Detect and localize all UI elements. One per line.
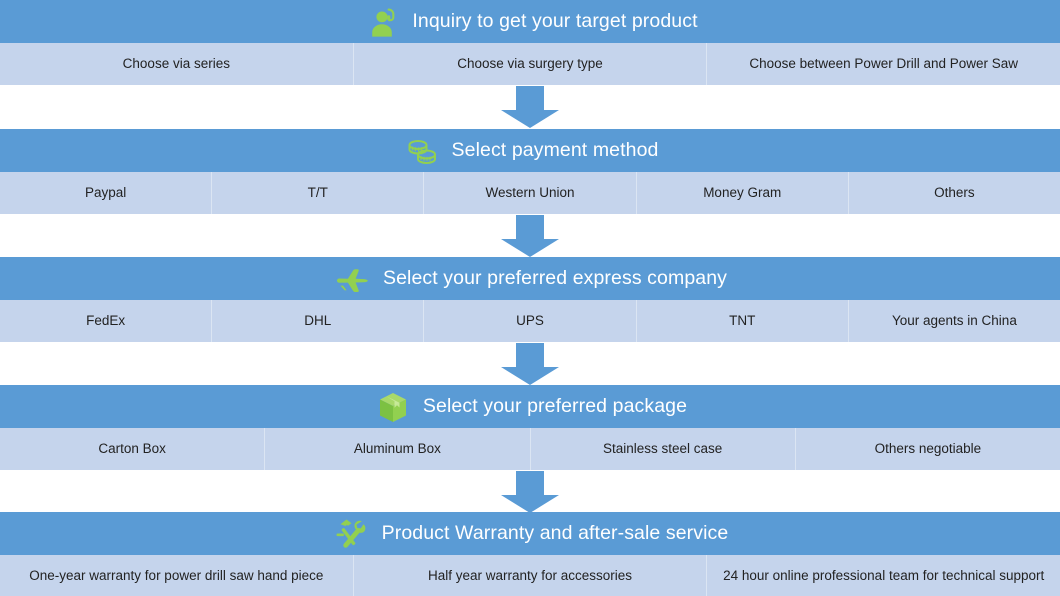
option-choose-via-series[interactable]: Choose via series (0, 43, 354, 85)
stage-warranty-options: One-year warranty for power drill saw ha… (0, 555, 1060, 596)
connector-arrow-1 (498, 86, 562, 128)
stage-warranty-title: Product Warranty and after-sale service (381, 521, 729, 544)
option-western-union[interactable]: Western Union (424, 172, 637, 214)
option-carton-box[interactable]: Carton Box (0, 428, 266, 470)
stage-express-header: Select your preferred express company (0, 257, 1060, 300)
stage-package: Select your preferred package Carton Box… (0, 385, 1060, 470)
stage-inquiry-title: Inquiry to get your target product (412, 9, 698, 32)
option-tt[interactable]: T/T (212, 172, 425, 214)
stage-inquiry: Inquiry to get your target product Choos… (0, 0, 1060, 85)
package-box-icon (373, 388, 413, 428)
hammer-wrench-tools-icon (332, 515, 372, 555)
stage-warranty: Product Warranty and after-sale service … (0, 512, 1060, 596)
stage-package-header: Select your preferred package (0, 385, 1060, 428)
option-money-gram[interactable]: Money Gram (637, 172, 849, 214)
option-choose-power-drill-or-saw[interactable]: Choose between Power Drill and Power Saw (749, 56, 1018, 72)
stage-inquiry-header: Inquiry to get your target product (0, 0, 1060, 43)
option-tnt[interactable]: TNT (637, 300, 849, 342)
option-one-year-warranty-hand-piece[interactable]: One-year warranty for power drill saw ha… (0, 555, 354, 596)
option-paypal[interactable]: Paypal (0, 172, 213, 214)
connector-arrow-3 (498, 343, 562, 385)
option-your-agents-in-china[interactable]: Your agents in China (891, 313, 1017, 329)
stage-warranty-header: Product Warranty and after-sale service (0, 512, 1060, 555)
option-ups[interactable]: UPS (424, 300, 637, 342)
stage-express-options: FedEx DHL UPS TNT Your agents in China (0, 300, 1060, 342)
option-others[interactable]: Others (934, 185, 975, 201)
airplane-icon (333, 260, 373, 300)
option-24-hour-technical-support[interactable]: 24 hour online professional team for tec… (723, 568, 1045, 584)
option-fedex[interactable]: FedEx (0, 300, 213, 342)
coins-money-icon (402, 132, 442, 172)
stage-package-title: Select your preferred package (422, 394, 688, 417)
connector-arrow-2 (498, 215, 562, 257)
stage-express-title: Select your preferred express company (382, 266, 728, 289)
stage-payment-header: Select payment method (0, 129, 1060, 172)
stage-payment-options: Paypal T/T Western Union Money Gram Othe… (0, 172, 1060, 214)
connector-arrow-4 (498, 471, 562, 513)
option-dhl[interactable]: DHL (212, 300, 425, 342)
customer-service-person-icon (362, 3, 402, 43)
stage-express: Select your preferred express company Fe… (0, 257, 1060, 342)
option-choose-via-surgery-type[interactable]: Choose via surgery type (354, 43, 708, 85)
option-stainless-steel-case[interactable]: Stainless steel case (531, 428, 796, 470)
option-others-negotiable[interactable]: Others negotiable (874, 441, 982, 457)
stage-payment: Select payment method Paypal T/T Western… (0, 129, 1060, 214)
option-half-year-warranty-accessories[interactable]: Half year warranty for accessories (354, 555, 708, 596)
stage-inquiry-options: Choose via series Choose via surgery typ… (0, 43, 1060, 85)
option-aluminum-box[interactable]: Aluminum Box (265, 428, 531, 470)
stage-payment-title: Select payment method (451, 138, 659, 161)
stage-package-options: Carton Box Aluminum Box Stainless steel … (0, 428, 1060, 470)
